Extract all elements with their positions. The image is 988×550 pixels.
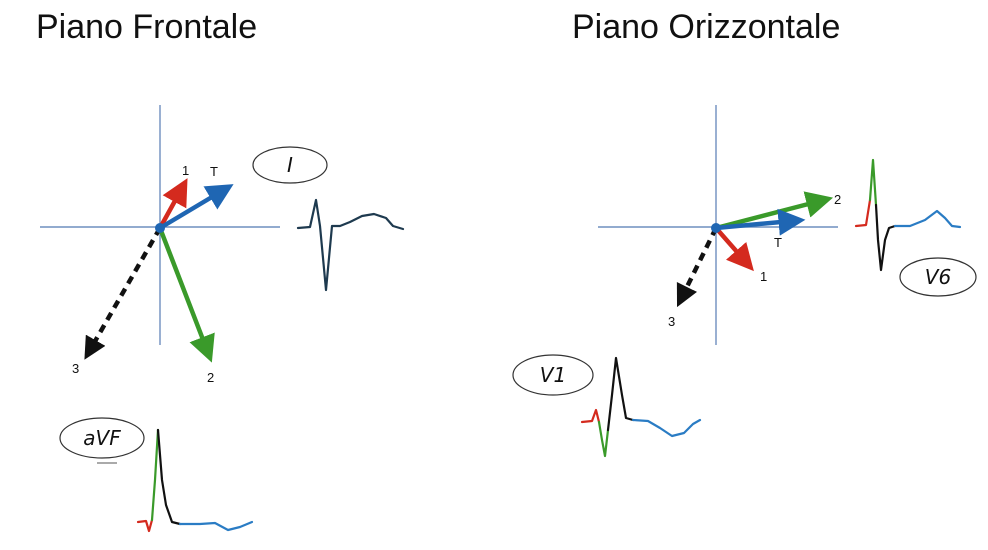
frontal-vector-3 [84,226,162,360]
lead-V1-trace-red [580,408,601,424]
lead-aVF-trace-black [156,428,182,526]
lead-aVF-trace-blue [178,520,254,532]
lead-V1-oval [512,354,594,396]
lead-I-label: I [287,153,293,177]
frontal-vector-T [157,184,234,231]
horizontal-vector-1-label: 1 [760,269,767,284]
horizontal-vector-T [713,208,806,236]
horizontal-vector-2-label: 2 [834,192,841,207]
lead-V6-oval [899,257,977,297]
horizontal-vector-3-label: 3 [668,314,675,329]
horizontal-origin [711,223,721,233]
lead-V1-trace-black [606,356,635,432]
lead-V1-label: V1 [540,363,566,387]
lead-aVF-oval [59,417,145,459]
frontal-vector-1-label: 1 [182,163,189,178]
lead-V1-trace-green [597,420,610,458]
frontal-vector-T-label: T [210,164,218,179]
lead-V6-trace-green [868,158,878,207]
lead-aVF-trace-red [136,518,154,533]
frontal-vector-3-label: 3 [72,361,79,376]
frontal-vector-1 [157,178,188,231]
horizontal-vector-T-label: T [774,235,782,250]
lead-V6-trace-black [874,203,897,272]
lead-V1-trace-blue [631,418,702,438]
horizontal-plane-title: Piano Orizzontale [572,8,841,46]
lead-aVF-label: aVF [83,426,121,450]
lead-V6-trace-red [854,198,872,228]
horizontal-vector-3 [676,227,719,308]
lead-I-oval [252,146,328,184]
lead-V6-label: V6 [925,265,951,289]
frontal-vector-2 [157,225,215,363]
lead-I-trace [296,198,405,292]
horizontal-vector-1 [713,225,754,272]
frontal-vector-2-label: 2 [207,370,214,385]
horizontal-plane: 1 T 2 3 V6 V1 [512,105,977,458]
frontal-plane: 1 T 2 3 I aVF [40,105,405,533]
lead-aVF-trace-green [150,428,160,522]
lead-V6-trace-blue [893,209,962,229]
frontal-plane-title: Piano Frontale [36,8,258,46]
horizontal-vector-2 [713,191,834,231]
frontal-origin [155,223,165,233]
